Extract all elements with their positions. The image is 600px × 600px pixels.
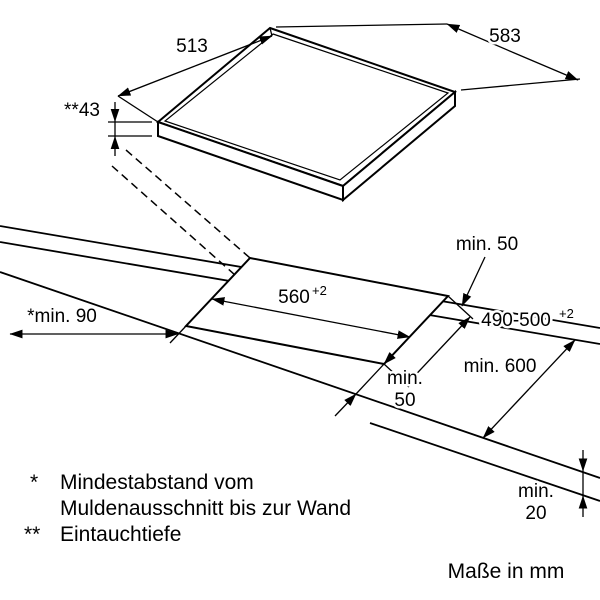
dim-513-arrow-left bbox=[117, 65, 196, 97]
worktop-depth-label: min. 600 bbox=[464, 356, 537, 377]
front-clearance-connector bbox=[355, 363, 385, 395]
front-clearance-label-line1: min. bbox=[387, 368, 423, 389]
dim-583-arrow-left bbox=[446, 23, 513, 53]
cutout-width-tolerance: +2 bbox=[312, 283, 327, 298]
dim-490-witness-front bbox=[383, 363, 410, 388]
rear-clearance-label: min. 50 bbox=[456, 234, 518, 255]
footnote-double-star-text: Eintauchtiefe bbox=[60, 523, 181, 546]
cutout-depth-tolerance: +2 bbox=[559, 306, 574, 321]
worktop-front-edge bbox=[0, 271, 600, 479]
projection-dashed-line-2 bbox=[111, 165, 236, 276]
dim-560-arrow-left bbox=[211, 297, 312, 319]
hob-width-label: 583 bbox=[489, 26, 521, 47]
cutout-width-label: 560 bbox=[278, 287, 310, 308]
front-clearance-arrow-front bbox=[334, 393, 357, 417]
rear-clearance-leader-arrow bbox=[461, 256, 486, 307]
dim-600-arrow-front bbox=[482, 388, 530, 439]
projection-dashed-line-1 bbox=[125, 149, 251, 259]
dim-583-arrow-right bbox=[511, 51, 579, 81]
side-clearance-label: *min. 90 bbox=[27, 306, 97, 327]
dim-513-witness-right bbox=[269, 27, 273, 37]
cutout-depth-label: 490-500 bbox=[481, 310, 551, 331]
panel-clearance-label-line2: 20 bbox=[525, 503, 546, 524]
dim-513-witness-left bbox=[117, 95, 159, 123]
worktop-cutout bbox=[184, 256, 450, 366]
hob-glass-inset-line bbox=[163, 33, 450, 181]
dim-600-arrow-back bbox=[528, 339, 576, 390]
panel-clearance-label-line1: min. bbox=[518, 481, 554, 502]
front-clearance-label-line2: 50 bbox=[394, 390, 415, 411]
dim-490-arrow-back bbox=[437, 316, 471, 352]
dim-560-arrow-right bbox=[310, 317, 411, 339]
hob-height-label: **43 bbox=[64, 100, 100, 121]
front-clearance-arrow-back bbox=[383, 341, 406, 365]
front-panel-edge bbox=[369, 422, 600, 502]
footnote-double-star-symbol: ** bbox=[24, 523, 40, 546]
footnote-star-line1: Mindestabstand vom bbox=[60, 471, 254, 494]
dim-583-witness-right bbox=[460, 78, 581, 91]
hob-side-face-right bbox=[342, 89, 456, 203]
dim-583-witness-left bbox=[275, 23, 448, 28]
dim-490-witness-back bbox=[447, 295, 474, 320]
hob-depth-label: 513 bbox=[176, 36, 208, 57]
units-note: Maße in mm bbox=[448, 560, 565, 583]
footnote-star-symbol: * bbox=[30, 471, 38, 494]
dim-513-arrow-right bbox=[194, 35, 273, 67]
dim-490-arrow-front bbox=[405, 350, 439, 386]
footnote-star-line2: Muldenausschnitt bis zur Wand bbox=[60, 497, 351, 520]
